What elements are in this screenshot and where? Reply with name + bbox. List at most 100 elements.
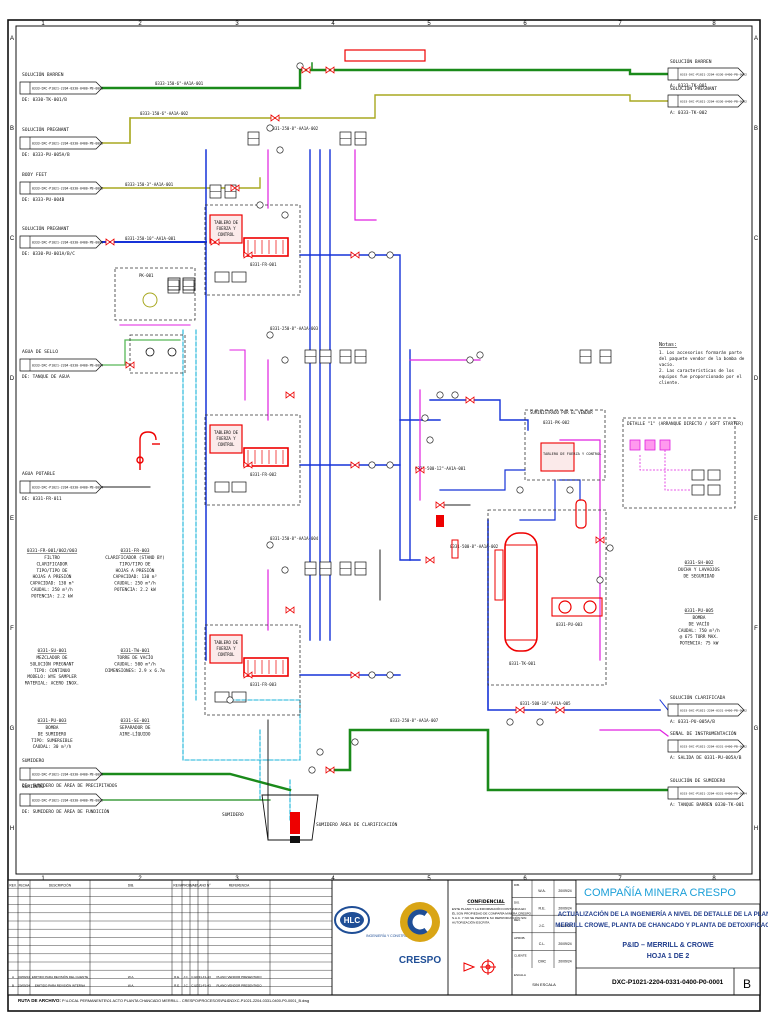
svg-text:0331-500-10"-AA1A-005: 0331-500-10"-AA1A-005: [520, 701, 571, 706]
current-revision: B: [743, 977, 751, 991]
drawing-border: [7, 19, 761, 1012]
inlet-from: DE: 0330-PU-001A/B/C: [22, 251, 75, 257]
outlet-3[interactable]: SOLUCIÓN CLARIFICADA0333-DXC-P1021-2204-…: [667, 694, 747, 725]
sign-date: 20/09/24: [558, 959, 571, 963]
equipment-spec: CAPACIDAD: 130 m³: [113, 574, 157, 580]
equipment-spec: CAUDAL: 30 m³/h: [33, 744, 72, 750]
border-column-bottom-2: 2: [138, 876, 142, 882]
svg-text:0333-150-6"-AA1A-002: 0333-150-6"-AA1A-002: [140, 111, 189, 116]
valve-icon: [350, 251, 360, 259]
confidential-text: ESTE PLANO Y LA INFORMACIÓN CONTENIDA EN…: [452, 906, 532, 925]
outlet-to: A: 0331-PU-005A/B: [670, 719, 715, 725]
equipment-spec: MEZCLADOR DE: [36, 655, 67, 661]
sign-date: 20/09/24: [558, 942, 571, 946]
project-line: HOJA 1 DE 2: [647, 953, 690, 960]
detail-title: DETALLE "1" (ARRANQUE DIRECTO / SOFT STA…: [627, 421, 743, 427]
border-row-C: C: [10, 236, 15, 242]
revision-cell: EMITIDO PARA REVISIÓN INTERNA: [35, 983, 85, 988]
inlet-5[interactable]: AGUA DE SELLO0333-DXC-P1021-2204-0330-04…: [19, 349, 103, 380]
valve-icon: [350, 671, 360, 679]
border-row-B: B: [10, 126, 14, 132]
projection-symbol: [463, 959, 496, 975]
sign-name: W.A.: [538, 889, 546, 893]
revision-cell: J.C.: [183, 975, 189, 979]
equipment-tag: 0331-TW-001: [120, 648, 149, 654]
vacuum-pump: 0331-PU-003: [551, 597, 603, 627]
company-name: COMPAÑÍA MINERA CRESPO: [584, 886, 736, 899]
revision-cell: PLANO VENDOR PRESENTADO: [216, 984, 262, 988]
control-panel-box: [209, 214, 243, 244]
equipment-spec: MODELO: WYE SAMPLER: [27, 674, 77, 680]
inlet-4[interactable]: SOLUCIÓN PREGNANT0333-DXC-P1021-2204-033…: [19, 225, 103, 257]
inlet-8[interactable]: SUMIDERO 0333-DXC-P1021-2204-0330-0400-PB…: [19, 784, 110, 815]
inlet-tag: 0333-DXC-P1021-2204-0330-0400-PB-0001: [32, 241, 103, 245]
vacuum-control-panel: SUMINISTRADO POR EL VENDOR 0331-PK-002 T…: [524, 409, 606, 481]
inlet-title: SOLUCIÓN BARREN: [22, 71, 64, 78]
border-row-right-A: A: [754, 36, 758, 42]
valve-icon: [270, 114, 280, 122]
instrument-bubble: [516, 486, 524, 494]
equipment-spec: DE VACÍO: [689, 619, 710, 627]
border-row-right-F: F: [754, 626, 758, 632]
instrument-bubble: [436, 391, 444, 399]
scale-label: ESCALA: [514, 973, 526, 977]
border-row-D: D: [10, 376, 15, 382]
equipment-spec: POTENCIA: 75 kW: [680, 641, 719, 647]
outlet-2[interactable]: SOLUCIÓN PREGNANT0333-DXC-P1021-2204-033…: [667, 85, 747, 116]
border-row-H: H: [10, 826, 14, 832]
document-number: DXC-P1021-2204-0331-0400-P0-0001: [612, 979, 724, 986]
note-line: vacío.: [659, 361, 675, 368]
outlet-5[interactable]: SOLUCIÓN DE SUMIDERO0333-DXC-P1021-2204-…: [667, 777, 747, 808]
outlet-title: SOLUCIÓN DE SUMIDERO: [670, 777, 726, 784]
project-title: ACTUALIZACIÓN DE LA INGENIERÍA A NIVEL D…: [555, 910, 768, 960]
instrument-bubble: [276, 146, 284, 154]
vacuum-panel-label: TABLERO DE FUERZA Y CONTROL: [543, 452, 601, 456]
outlet-title: SOLUCIÓN BARREN: [670, 58, 712, 65]
outlet-4[interactable]: SEÑAL DE INSTRUMENTACIÓN0333-DXC-P1021-2…: [667, 730, 747, 761]
equipment-spec: SOLUCIÓN PREGNANT: [30, 660, 74, 667]
inlet-title: SUMIDERO: [22, 784, 44, 790]
drum-pump-label: 0331-PU-003: [556, 622, 583, 627]
inlet-tag: 0333-DXC-P1021-2204-0330-0400-PB-0002: [32, 799, 103, 803]
line-number-labels: 0333-150-6"-AA1A-001 0333-150-6"-AA1A-00…: [125, 81, 571, 723]
revision-cell: 20/09/24: [18, 984, 30, 988]
revision-cell: W.A.: [128, 975, 135, 979]
instrument-bubble: [426, 436, 434, 444]
equipment-spec: TIPO: SUMERGIBLE: [31, 738, 73, 744]
instrument-bubble: [476, 351, 484, 359]
instrument-bubble: [451, 391, 459, 399]
instrument-bubble: [506, 718, 514, 726]
equipment-tag: 0331-SE-001: [120, 718, 149, 724]
revision-cell: J.C.: [183, 984, 189, 988]
rev-header: REFERENCIA: [229, 884, 250, 888]
svg-text:FUERZA Y: FUERZA Y: [216, 436, 236, 441]
outlet-1[interactable]: SOLUCIÓN BARREN0333-DXC-P1021-2204-0330-…: [667, 58, 747, 89]
inlet-2[interactable]: SOLUCIÓN PREGNANT0333-DXC-P1021-2204-033…: [19, 126, 103, 158]
equipment-spec: CLARIFICADOR: [36, 561, 67, 567]
valve-icon: [465, 396, 475, 404]
inlet-title: BODY FEET: [22, 172, 47, 178]
svg-text:AUTORIZACIÓN ESCRITA.: AUTORIZACIÓN ESCRITA.: [452, 920, 490, 925]
svg-text:0331-250-8"-AA1A-002: 0331-250-8"-AA1A-002: [270, 126, 319, 131]
border-row-right-H: H: [754, 826, 758, 832]
inlet-1[interactable]: SOLUCIÓN BARREN0333-DXC-P1021-2204-0330-…: [19, 71, 103, 103]
equipment-tag: 0331-FR-003: [120, 548, 149, 554]
equipment-spec: CAUDAL: 250 m³/h: [114, 581, 156, 587]
inlet-7[interactable]: SUMIDERO0333-DXC-P1021-2204-0330-0400-PB…: [19, 758, 118, 789]
project-line: ACTUALIZACIÓN DE LA INGENIERÍA A NIVEL D…: [558, 910, 768, 918]
outlet-tag: 0333-DXC-P1021-2204-0330-0400-PB-0002: [680, 100, 747, 104]
svg-text:TABLERO DE: TABLERO DE: [214, 640, 239, 645]
inlet-3[interactable]: BODY FEET0333-DXC-P1021-2204-0330-0400-P…: [19, 172, 103, 203]
revision-cell: W.A.: [128, 984, 135, 988]
equipment-spec: MATERIAL: ACERO INOX.: [25, 681, 79, 687]
revision-cell: 0331-F1-43: [195, 984, 211, 988]
filter-tag: 0331-FR-001: [250, 262, 277, 267]
filter-tag: 0331-FR-003: [250, 682, 277, 687]
inlet-6[interactable]: AGUA POTABLE0333-DXC-P1021-2204-0330-040…: [19, 471, 103, 502]
